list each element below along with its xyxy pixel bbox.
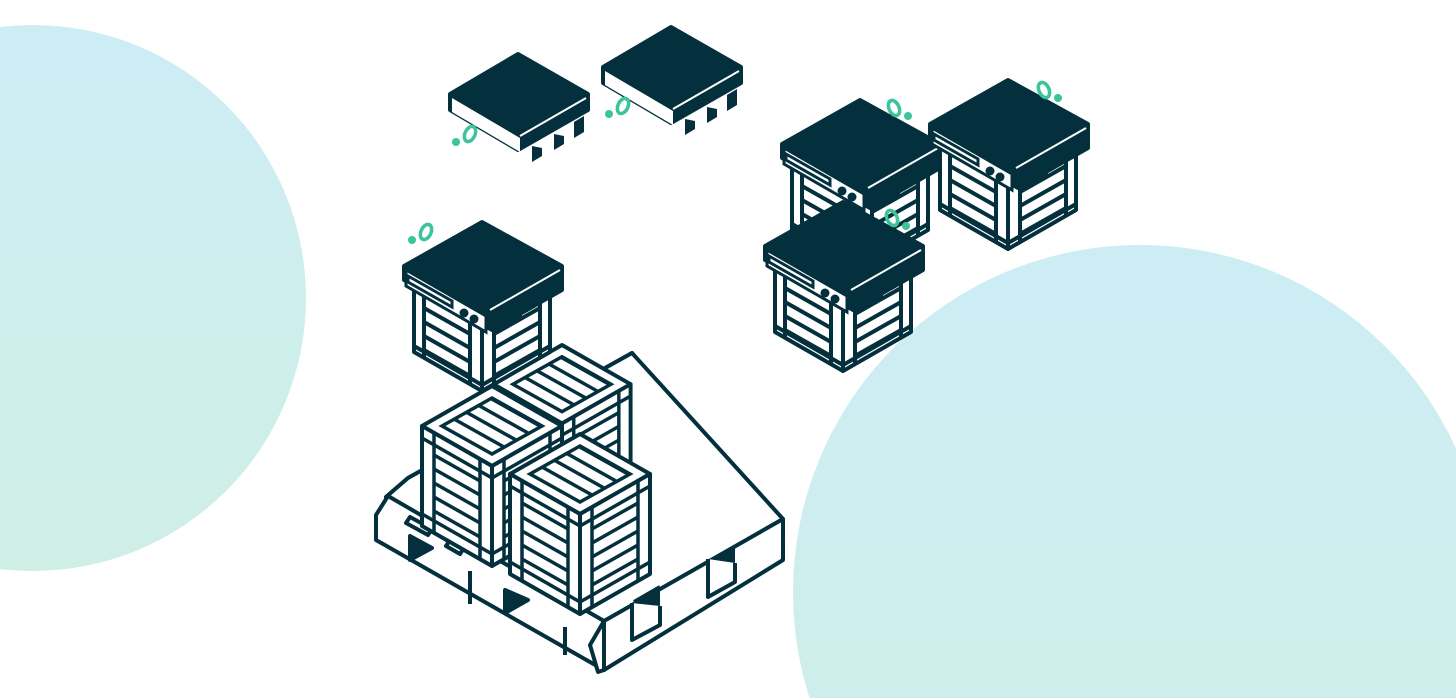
scanner-2 — [601, 25, 743, 137]
crate-right — [508, 432, 652, 616]
scanner-1 — [448, 52, 590, 164]
sparkle-icon — [450, 122, 480, 148]
sparkle-icon — [603, 94, 633, 120]
background-circle-right — [793, 245, 1456, 698]
printer-back-right — [928, 78, 1090, 251]
background-circle-left — [0, 25, 306, 571]
sparkle-icon — [406, 220, 436, 246]
